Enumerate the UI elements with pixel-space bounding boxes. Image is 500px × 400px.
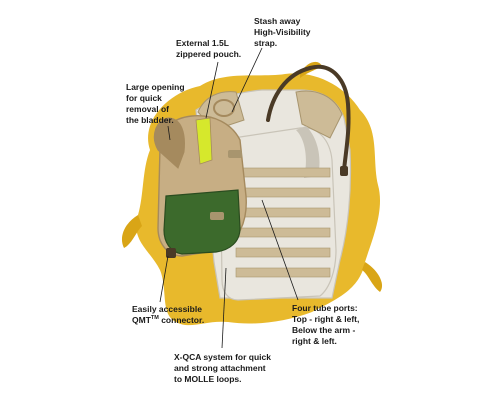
callout-line: and strong attachment bbox=[174, 363, 266, 373]
callout-line: the bladder. bbox=[126, 115, 174, 125]
leader-qca bbox=[221, 267, 227, 349]
callout-line: Below the arm - bbox=[292, 325, 356, 335]
callout-pouch: External 1.5L zippered pouch. bbox=[176, 38, 241, 60]
leader-qmt bbox=[159, 255, 169, 303]
leader-strap bbox=[231, 47, 263, 113]
callout-line: strap. bbox=[254, 38, 278, 48]
pouch-buckle bbox=[210, 212, 224, 220]
callout-line: High-Visibility bbox=[254, 27, 311, 37]
callout-qmt-connector: Easily accessible QMTTM connector. bbox=[132, 304, 204, 326]
drinking-tube bbox=[266, 64, 351, 172]
callout-line: X-QCA system for quick bbox=[174, 352, 271, 362]
callout-line: Easily accessible bbox=[132, 304, 202, 314]
callout-tube-ports: Four tube ports: Top - right & left, Bel… bbox=[292, 303, 359, 347]
pouch-green-panel bbox=[163, 189, 241, 255]
leader-opening bbox=[167, 125, 171, 141]
leader-ports bbox=[261, 199, 299, 301]
callout-line: Large opening bbox=[126, 82, 185, 92]
bite-valve bbox=[340, 166, 348, 176]
shoulder-strap-right bbox=[295, 90, 343, 139]
connector-text: connector. bbox=[158, 315, 205, 325]
callout-strap: Stash away High-Visibility strap. bbox=[254, 16, 311, 49]
armhole bbox=[296, 126, 320, 178]
callout-line: External 1.5L bbox=[176, 38, 229, 48]
hydration-pouch bbox=[153, 99, 247, 258]
callout-opening: Large opening for quick removal of the b… bbox=[126, 82, 185, 126]
callout-line: Top - right & left, bbox=[292, 314, 360, 324]
molle-row bbox=[235, 207, 331, 218]
callout-leader-lines bbox=[159, 47, 299, 349]
callout-line: Stash away bbox=[254, 16, 301, 26]
callout-line: zippered pouch. bbox=[176, 49, 242, 59]
qmt-connector bbox=[166, 248, 176, 258]
callout-line: to MOLLE loops. bbox=[174, 374, 242, 384]
molle-row bbox=[235, 187, 331, 198]
callout-line: removal of bbox=[126, 104, 169, 114]
callout-line: Four tube ports: bbox=[292, 303, 358, 313]
trademark-sup: TM bbox=[150, 315, 159, 322]
molle-row bbox=[235, 247, 331, 258]
leader-pouch bbox=[205, 61, 219, 119]
molle-row bbox=[235, 267, 331, 278]
callout-line: right & left. bbox=[292, 336, 337, 346]
molle-row bbox=[235, 227, 331, 238]
pouch-buckle bbox=[228, 150, 242, 158]
molle-row bbox=[235, 167, 331, 178]
callout-line: for quick bbox=[126, 93, 162, 103]
high-visibility-strap bbox=[195, 117, 213, 165]
qmt-text: QMT bbox=[132, 315, 151, 325]
callout-line: QMTTM connector. bbox=[132, 315, 204, 326]
pouch-opening-flap bbox=[153, 117, 185, 169]
callout-xqca: X-QCA system for quick and strong attach… bbox=[174, 352, 271, 385]
